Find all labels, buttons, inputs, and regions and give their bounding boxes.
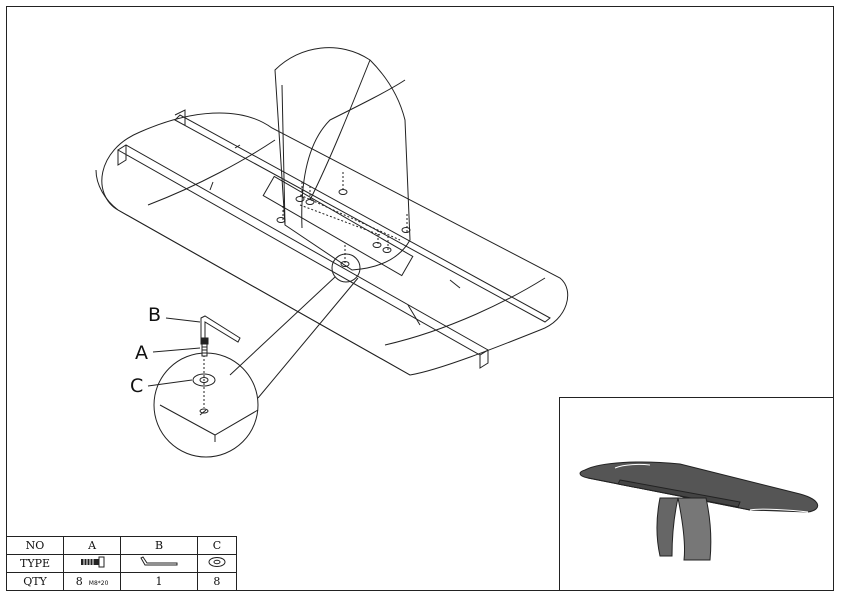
bolt-a [200, 337, 209, 357]
callout-c-leader [147, 379, 193, 387]
washer-c [192, 373, 216, 387]
callout-a-leader [152, 347, 201, 353]
part-qty-a: 8 M8*20 [62, 572, 122, 591]
parts-row-qty: QTY 8 M8*20 1 8 [6, 572, 238, 591]
part-type-c [196, 554, 238, 573]
part-qty-a-value: 8 [75, 575, 83, 588]
drawing-frame [6, 6, 834, 591]
callout-b-leader [165, 317, 201, 323]
leaf-seam-left [147, 139, 276, 206]
part-type-a [62, 554, 122, 573]
callout-a-label: A [135, 342, 148, 364]
mounting-bolts [282, 172, 408, 265]
part-no-a: A [62, 536, 122, 555]
washer-icon [208, 557, 226, 567]
table-top [95, 112, 569, 376]
assembled-preview [559, 397, 834, 591]
allen-key-b [200, 315, 241, 343]
pedestal-base [274, 47, 411, 271]
bolt-icon [81, 556, 105, 568]
part-type-b [120, 554, 198, 573]
part-no-c: C [196, 536, 238, 555]
part-qty-c: 8 [196, 572, 238, 591]
row-label-type: TYPE [6, 554, 64, 573]
part-no-b: B [120, 536, 198, 555]
allen-key-icon [140, 556, 178, 566]
extension-frame [117, 109, 551, 369]
row-label-qty: QTY [6, 572, 64, 591]
callout-b-label: B [148, 304, 162, 326]
assembled-table-illustration [579, 461, 818, 561]
part-qty-b: 1 [120, 572, 198, 591]
part-qty-a-note: M8*20 [88, 580, 109, 587]
detail-leader-line-2 [257, 277, 359, 399]
parts-row-type: TYPE [6, 554, 238, 573]
parts-row-no: NO A B C [6, 536, 238, 555]
detail-magnified [153, 352, 259, 458]
washers [276, 189, 411, 267]
detail-source-circle [331, 253, 361, 283]
parts-table: NO A B C TYPE QTY 8 M8*20 [6, 536, 238, 591]
row-label-no: NO [6, 536, 64, 555]
callout-c-label: C [130, 375, 144, 397]
leaf-seam-right [384, 277, 546, 346]
detail-leader-line-1 [229, 276, 336, 376]
